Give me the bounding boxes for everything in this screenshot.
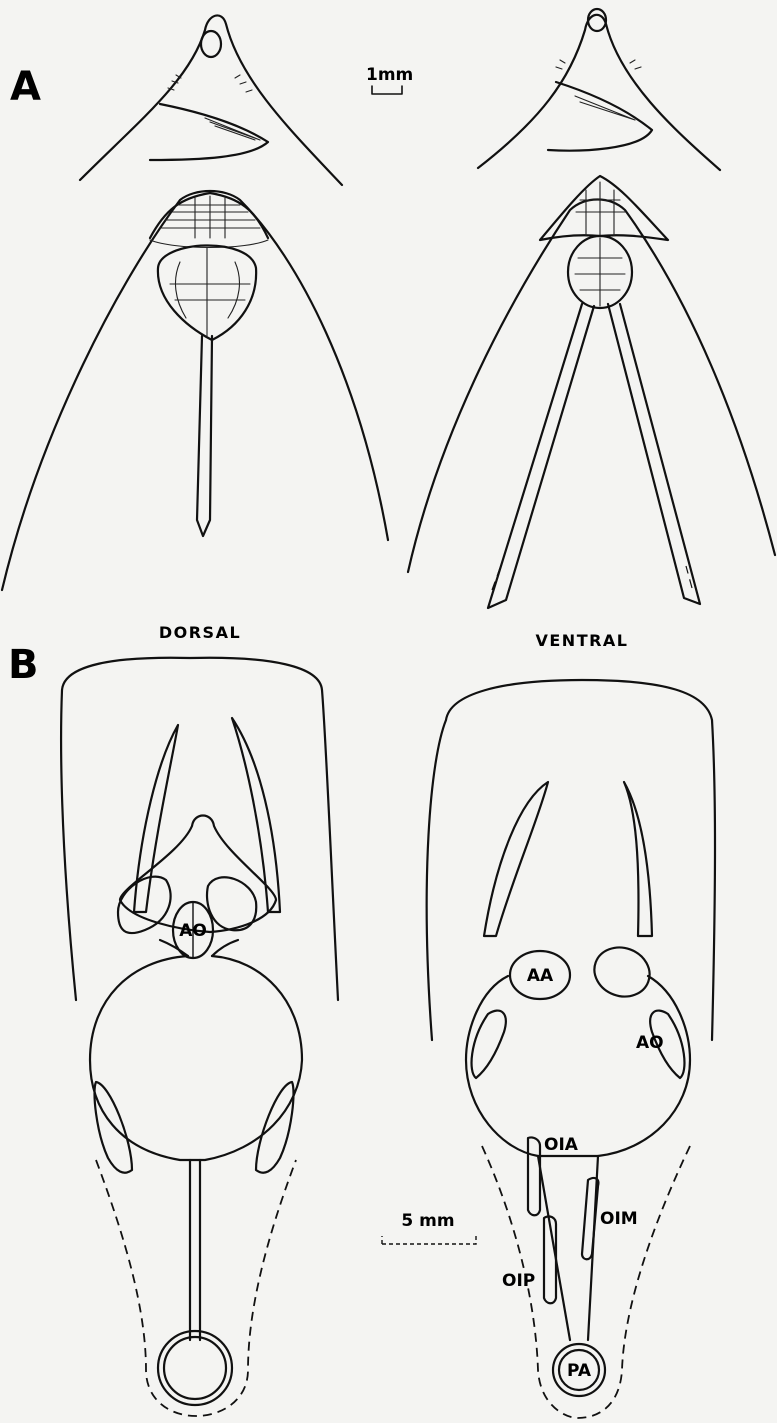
- scale-bar-b: 5 mm: [382, 1211, 476, 1244]
- oia-label: OIA: [544, 1135, 579, 1155]
- specimen-dorsal-b: AO: [61, 658, 338, 1416]
- pa-label: PA: [567, 1361, 592, 1381]
- view-label-dorsal: DORSAL: [159, 623, 241, 642]
- body-dorsal-a: [2, 191, 388, 590]
- panel-label-b: B: [8, 642, 39, 688]
- specimen-ventral-b: AA AO OIA OIM OIP PA: [427, 680, 715, 1418]
- scale-label-b: 5 mm: [401, 1211, 454, 1231]
- aa-label: AA: [527, 966, 554, 986]
- oip-label: OIP: [502, 1271, 535, 1291]
- ventral-ao-label: AO: [636, 1033, 664, 1053]
- view-label-ventral: VENTRAL: [535, 631, 628, 650]
- dorsal-ao-label: AO: [179, 921, 207, 941]
- scale-bar-a: 1mm: [366, 65, 413, 94]
- panel-label-a: A: [10, 64, 41, 110]
- head-ventral-a: [478, 9, 720, 170]
- oim-label: OIM: [600, 1209, 638, 1229]
- scale-label-a: 1mm: [366, 65, 413, 85]
- head-dorsal-a: [80, 15, 342, 185]
- body-ventral-a: [408, 176, 775, 608]
